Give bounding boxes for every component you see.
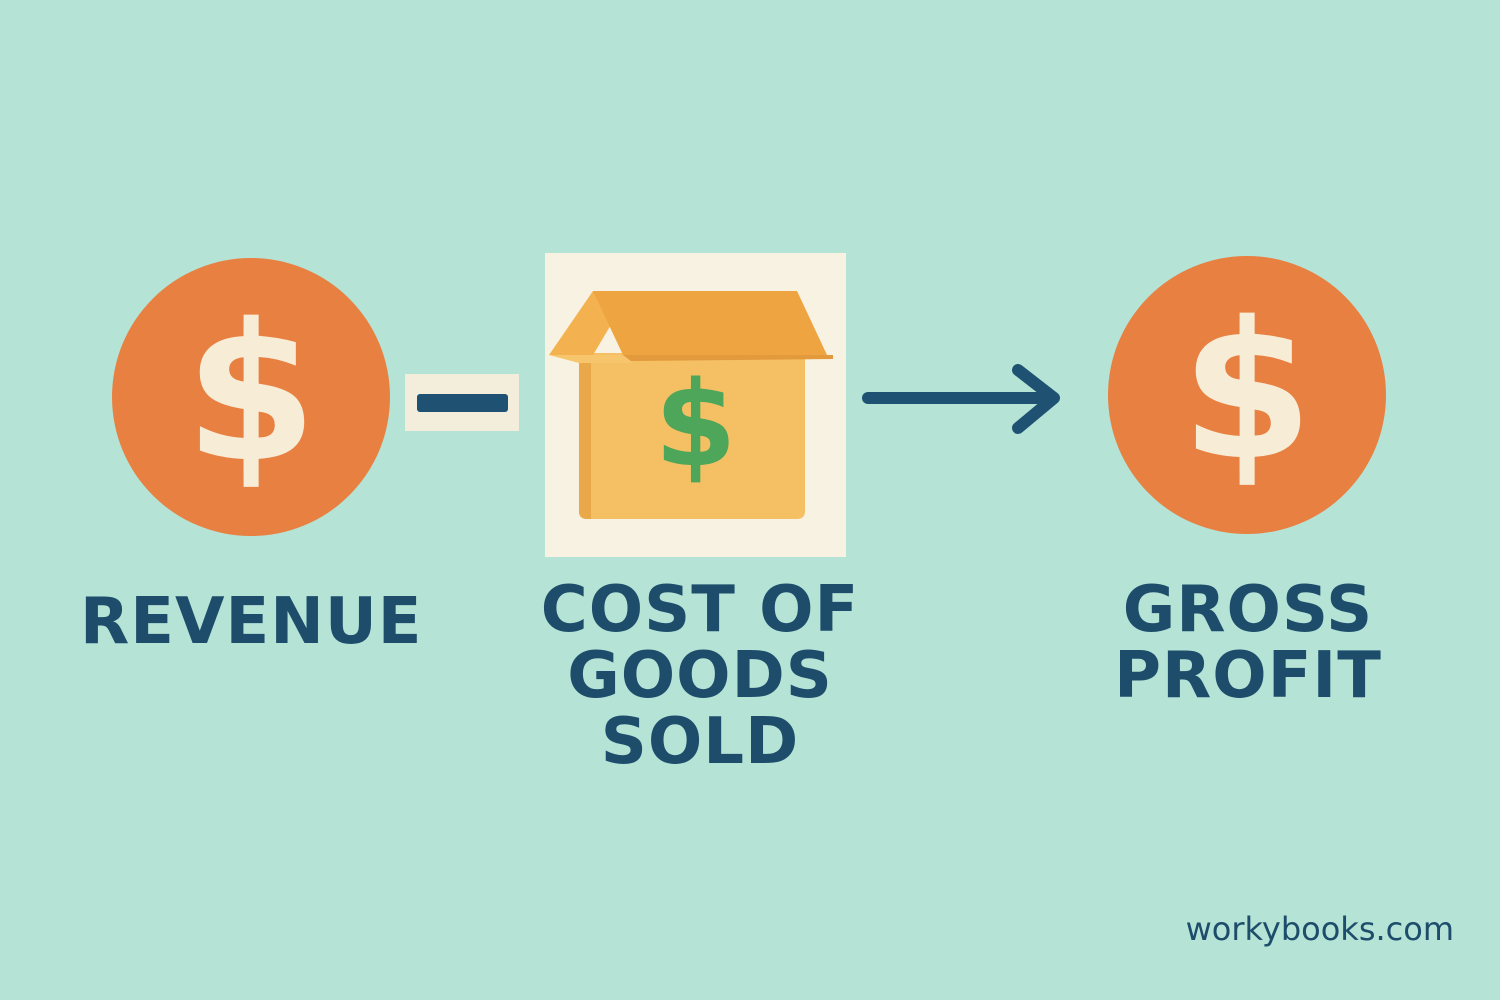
minus-icon bbox=[405, 374, 519, 431]
watermark-text: workybooks.com bbox=[1185, 910, 1454, 948]
revenue-dollar-symbol: $ bbox=[184, 283, 318, 504]
revenue-dollar-coin-icon: $ bbox=[112, 258, 390, 536]
gross-profit-dollar-coin-icon: $ bbox=[1108, 256, 1386, 534]
gross-profit-dollar-symbol: $ bbox=[1180, 281, 1314, 502]
gross-profit-label-line-2: PROFIT bbox=[1114, 638, 1382, 713]
minus-bar bbox=[417, 394, 508, 412]
cogs-label: COST OF GOODS SOLD bbox=[470, 573, 930, 779]
revenue-label: REVENUE bbox=[80, 585, 423, 659]
cogs-label-line-1: COST OF bbox=[540, 573, 860, 647]
gross-profit-label-line-1: GROSS bbox=[1122, 573, 1374, 647]
gross-profit-label: GROSS PROFIT bbox=[1090, 573, 1406, 713]
box-illustration bbox=[549, 291, 833, 519]
box-with-dollar-icon: $ bbox=[545, 253, 846, 557]
box-dollar-symbol: $ bbox=[654, 355, 737, 493]
cogs-label-line-2: GOODS SOLD bbox=[567, 638, 833, 779]
arrow-right-icon bbox=[862, 364, 1060, 434]
